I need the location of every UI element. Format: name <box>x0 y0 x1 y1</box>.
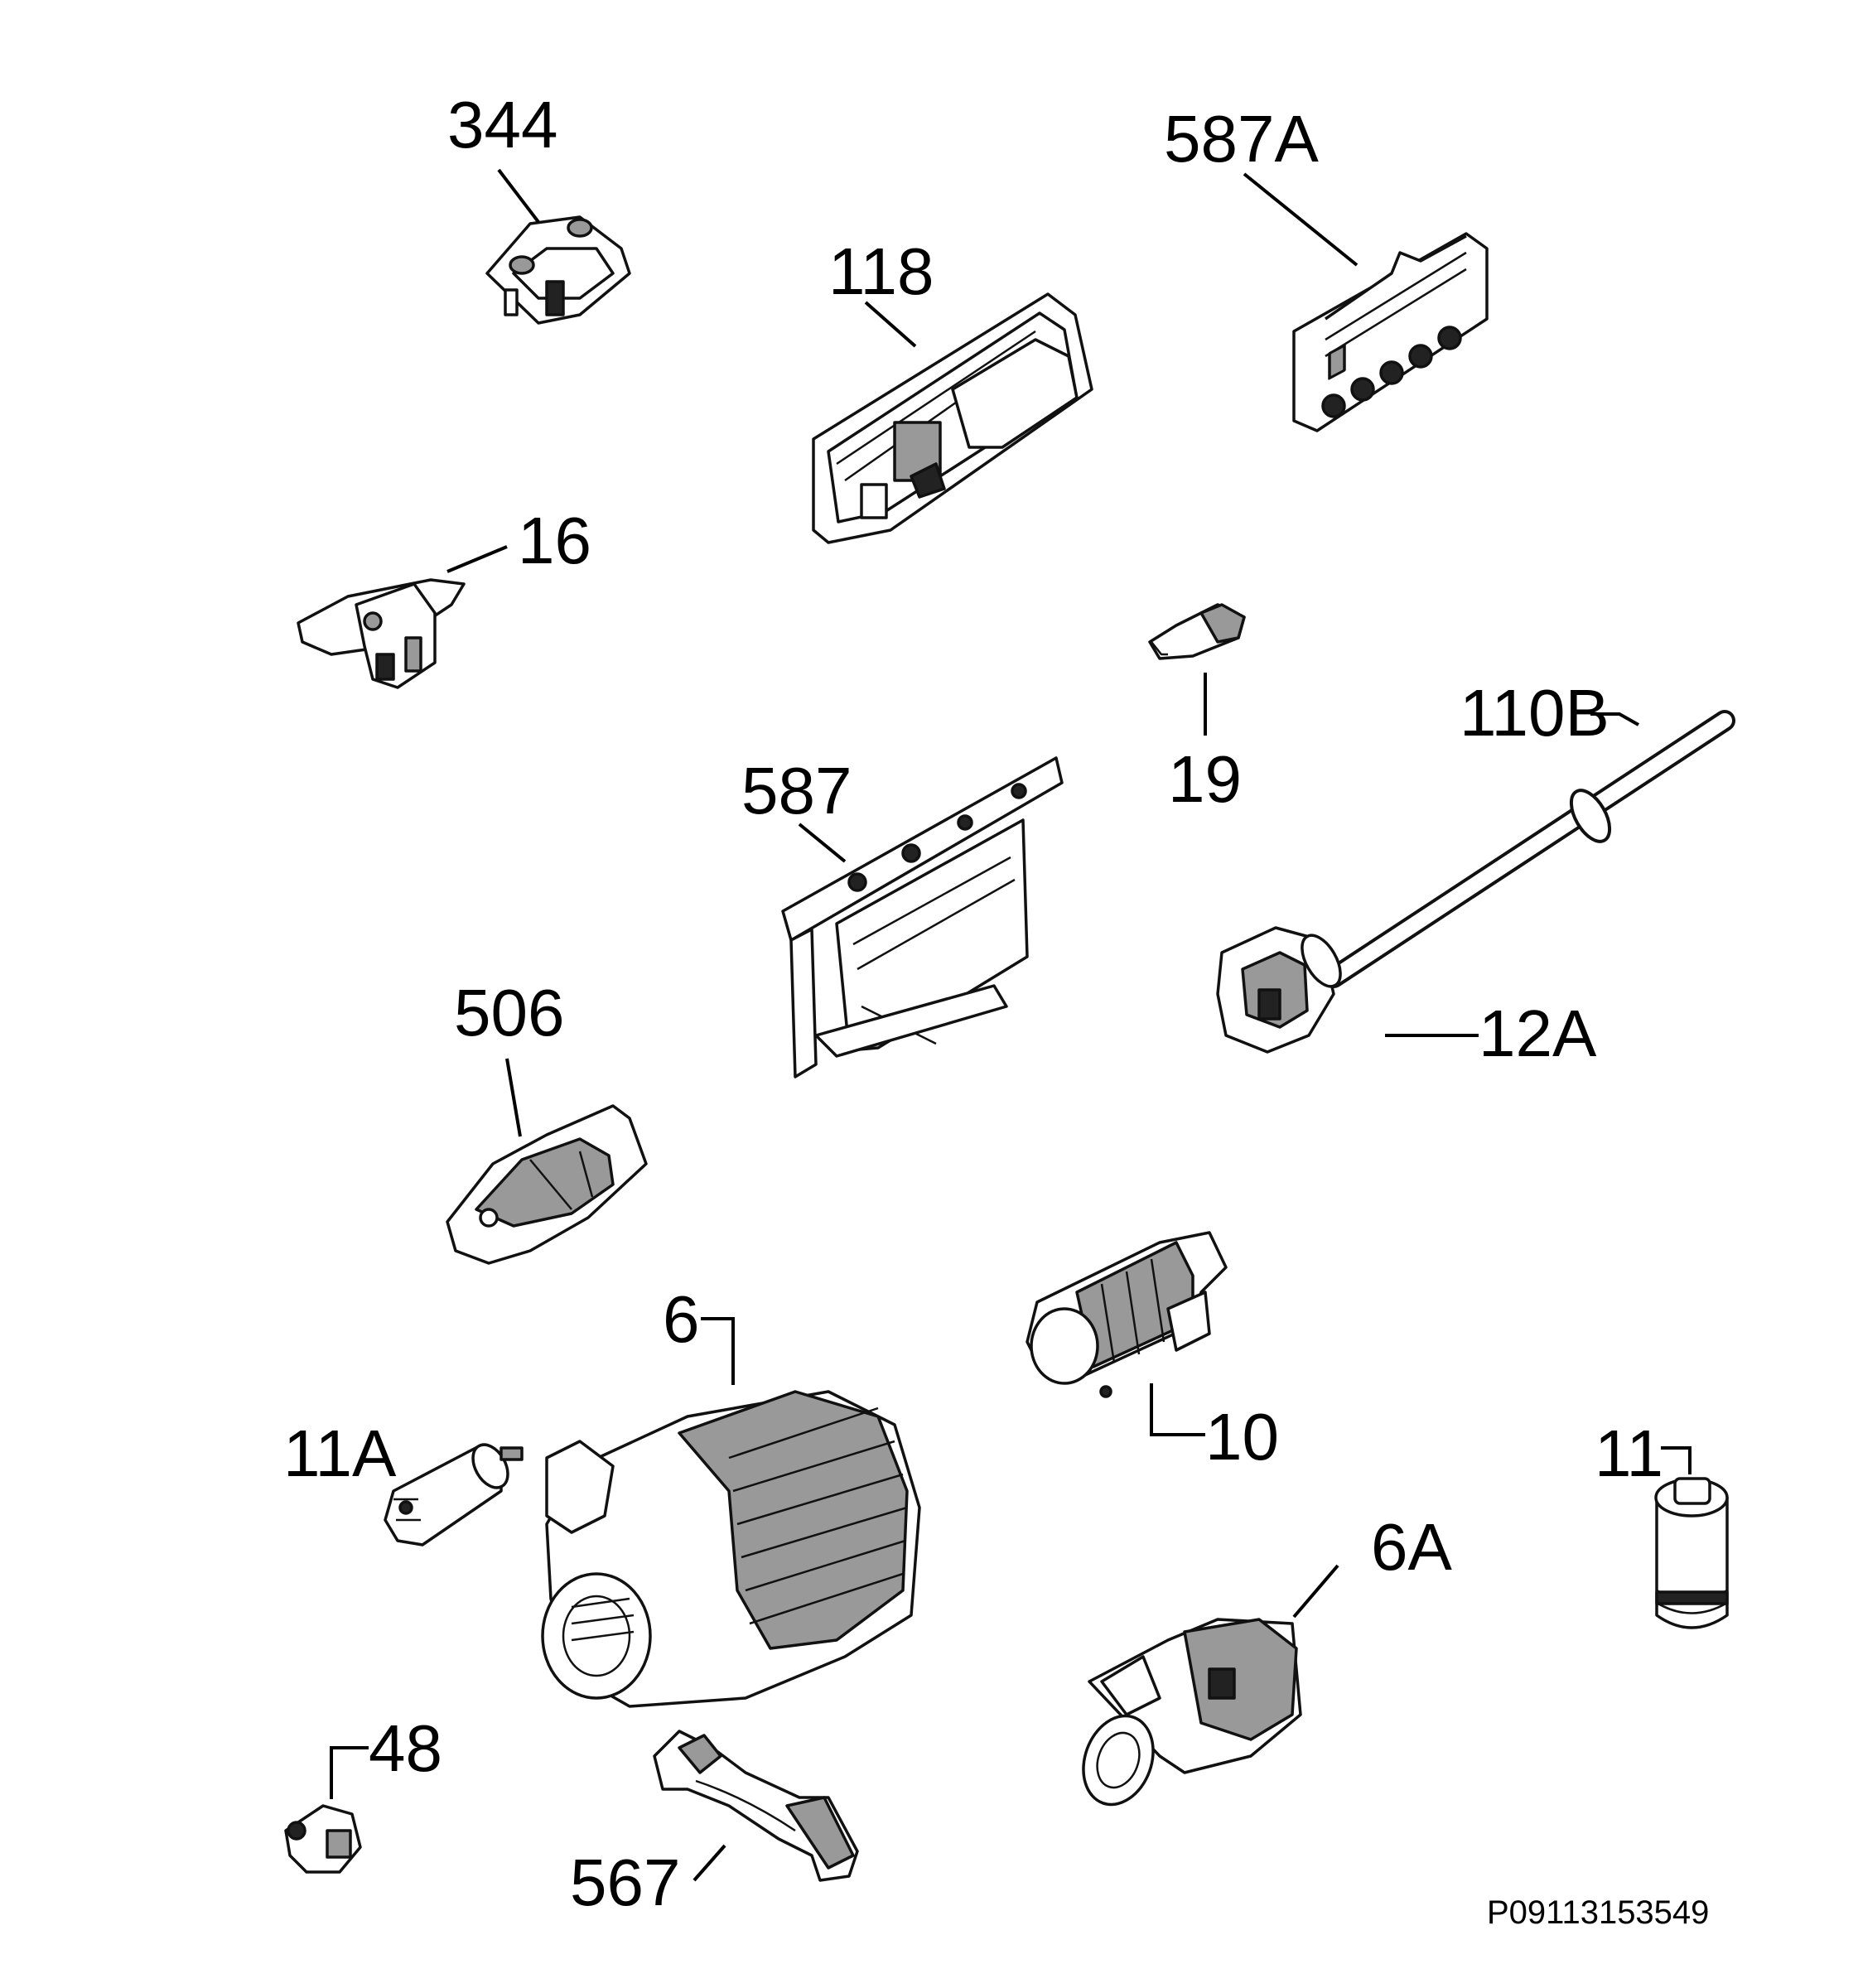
leader-567 <box>693 1844 726 1882</box>
part-6A[interactable] <box>1072 1618 1302 1814</box>
label-11A: 11A <box>283 1416 397 1490</box>
label-16: 16 <box>518 504 591 577</box>
reference-number: P09113153549 <box>1487 1894 1709 1931</box>
part-587[interactable] <box>781 756 1064 1078</box>
leader-587A <box>1243 172 1359 267</box>
leader-506 <box>505 1058 522 1137</box>
leader-344 <box>497 168 540 224</box>
leader-48 <box>330 1746 369 1799</box>
label-587A: 587A <box>1164 102 1319 176</box>
leader-6A <box>1292 1564 1339 1619</box>
leader-6 <box>701 1317 735 1385</box>
label-587: 587 <box>741 754 852 828</box>
label-6: 6 <box>663 1282 700 1356</box>
label-344: 344 <box>447 88 557 162</box>
part-48[interactable] <box>284 1804 362 1874</box>
label-110B: 110B <box>1460 676 1609 750</box>
leader-110B <box>1590 712 1639 726</box>
label-11: 11 <box>1595 1416 1663 1490</box>
label-6A: 6A <box>1371 1510 1452 1584</box>
part-118[interactable] <box>812 292 1093 544</box>
part-344[interactable] <box>485 215 631 325</box>
label-10: 10 <box>1205 1400 1279 1474</box>
label-118: 118 <box>828 234 934 308</box>
part-587A[interactable] <box>1292 232 1489 432</box>
label-48: 48 <box>369 1711 442 1785</box>
part-567[interactable] <box>653 1730 859 1882</box>
label-506: 506 <box>454 976 564 1049</box>
leader-10 <box>1150 1383 1205 1436</box>
leader-16 <box>446 545 508 573</box>
part-110B[interactable] <box>1323 710 1735 988</box>
leader-118 <box>864 301 917 348</box>
label-567: 567 <box>570 1846 680 1919</box>
leader-587 <box>798 823 847 863</box>
part-16[interactable] <box>297 578 466 689</box>
leader-11 <box>1661 1446 1692 1474</box>
part-506[interactable] <box>446 1104 648 1265</box>
part-6[interactable] <box>541 1390 921 1708</box>
part-11[interactable] <box>1654 1477 1729 1629</box>
label-19: 19 <box>1168 742 1242 816</box>
part-19[interactable] <box>1148 603 1246 660</box>
part-10[interactable] <box>1026 1231 1228 1398</box>
part-11A[interactable] <box>384 1439 524 1546</box>
part-12A[interactable] <box>1216 926 1349 1054</box>
label-12A: 12A <box>1479 996 1597 1070</box>
